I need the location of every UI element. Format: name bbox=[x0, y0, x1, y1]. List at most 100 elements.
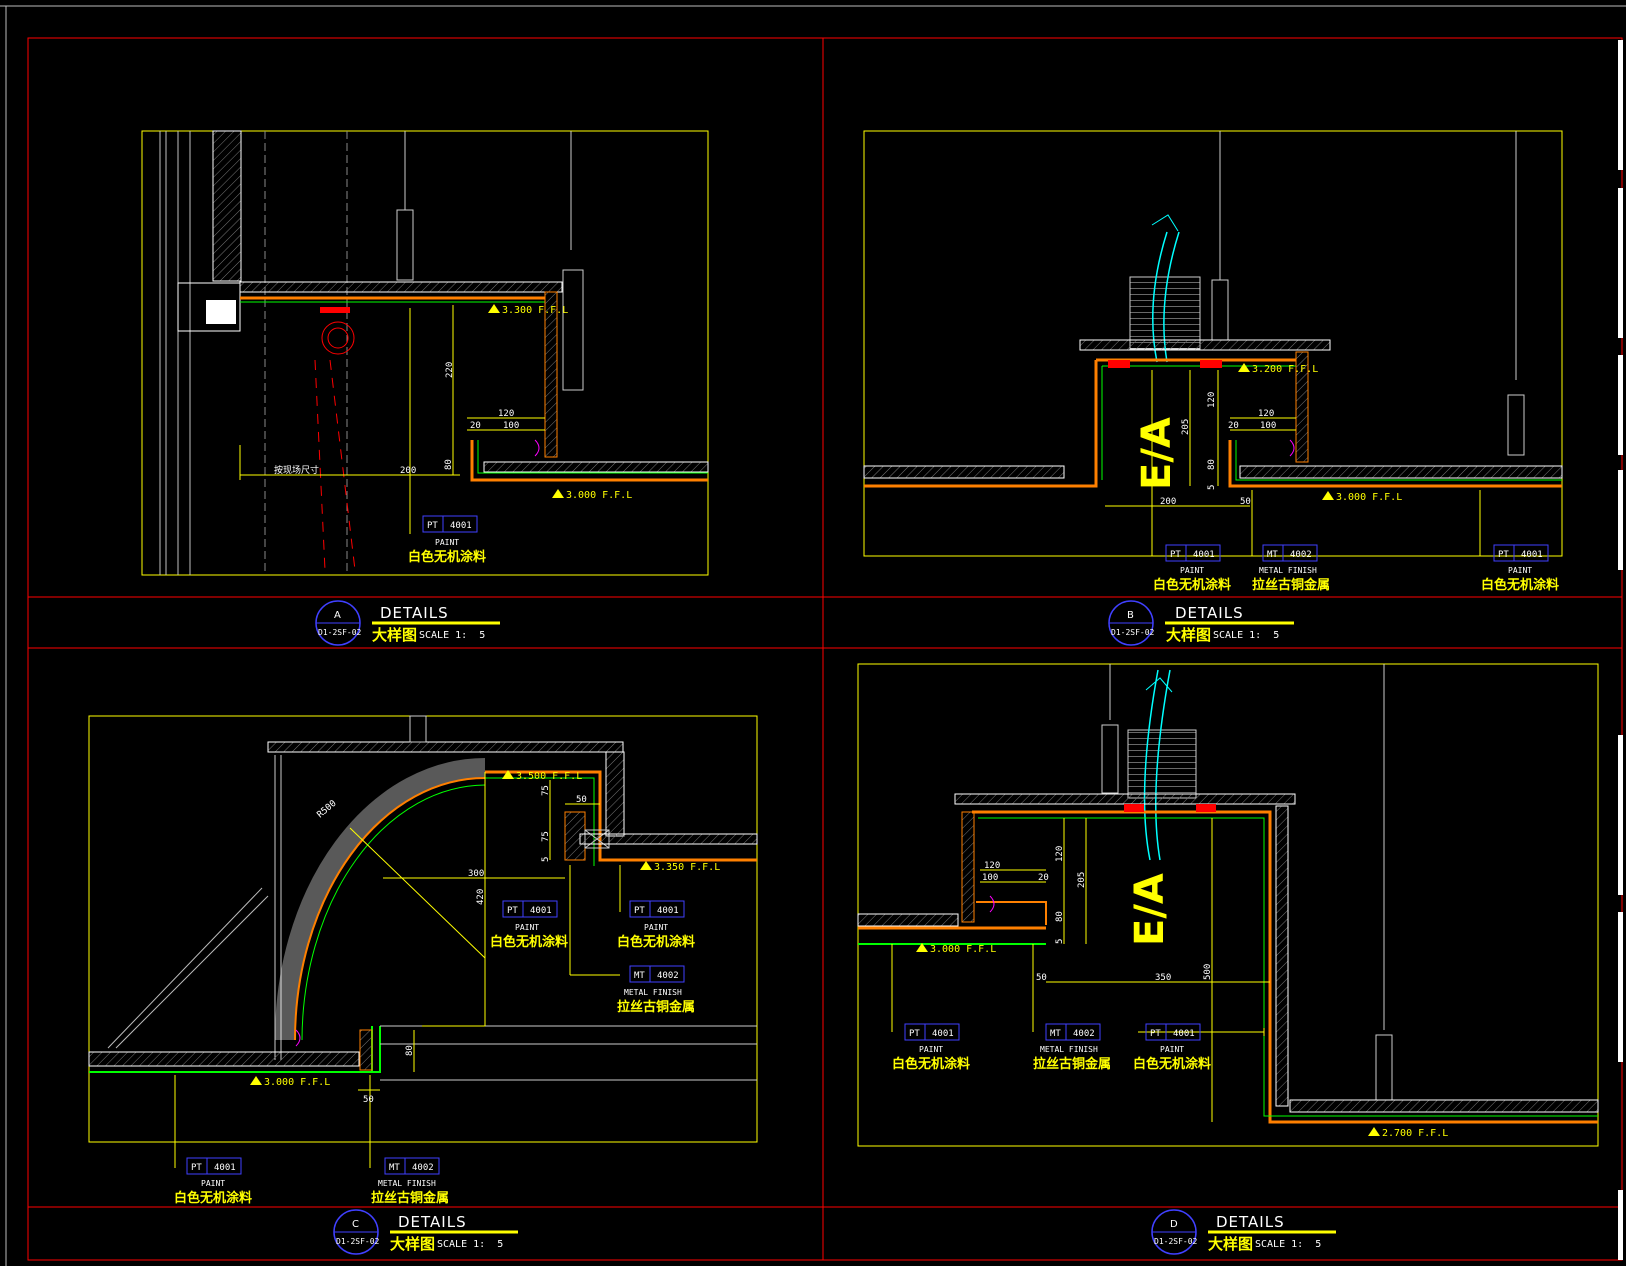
tag-chinese: 白色无机涂料 bbox=[174, 1190, 252, 1206]
dim-label: 120 bbox=[1055, 846, 1065, 862]
tag-number: 4002 bbox=[412, 1163, 434, 1173]
dim-label: 220 bbox=[445, 362, 455, 378]
panel-d: 120 100 20 120 205 80 5 50 350 500 E/A 3… bbox=[857, 663, 1599, 1147]
tag-number: 4001 bbox=[932, 1029, 954, 1039]
title-block-d: D D1-2SF-02 DETAILS 大样图 SCALE 1: 5 bbox=[1151, 1209, 1336, 1255]
material-tag: PT 4001 PAINT 白色无机涂料 bbox=[1481, 544, 1559, 593]
section-annotation: E/A bbox=[1127, 873, 1173, 946]
panel-b: 205 120 120 20 100 80 200 50 5 E/A 3.200… bbox=[863, 130, 1563, 593]
dim-label: 350 bbox=[1155, 973, 1171, 983]
material-tag: MT 4002 METAL FINISH 拉丝古铜金属 bbox=[1033, 1023, 1111, 1072]
dim-label: 5 bbox=[1207, 485, 1217, 490]
level-mark: 3.350 F.F.L bbox=[654, 862, 720, 873]
level-mark: 3.500 F.F.L bbox=[516, 771, 582, 782]
tag-english: PAINT bbox=[515, 923, 539, 932]
tag-chinese: 白色无机涂料 bbox=[408, 549, 486, 565]
viewport-frame bbox=[863, 130, 1563, 557]
viewport-frame bbox=[857, 663, 1599, 1147]
tag-chinese: 拉丝古铜金属 bbox=[1252, 577, 1330, 593]
dim-label: 120 bbox=[1207, 392, 1217, 408]
tag-chinese: 白色无机涂料 bbox=[892, 1056, 970, 1072]
dim-label: 300 bbox=[468, 869, 484, 879]
dim-label: 120 bbox=[498, 409, 514, 419]
tag-english: METAL FINISH bbox=[1040, 1045, 1098, 1054]
dim-label: 20 bbox=[1038, 873, 1049, 883]
tag-english: PAINT bbox=[435, 538, 459, 547]
dim-label: 120 bbox=[984, 861, 1000, 871]
sheet-reference: D1-2SF-02 bbox=[336, 1237, 380, 1246]
panel-a: 220 120 20 100 80 200 按现场尺寸 3.300 F.F.L … bbox=[141, 130, 709, 576]
dim-label: 500 bbox=[1203, 964, 1213, 980]
title-english: DETAILS bbox=[380, 604, 449, 622]
material-tag: PT 4001 PAINT 白色无机涂料 bbox=[617, 900, 695, 950]
dim-label: 50 bbox=[576, 795, 587, 805]
dim-label: 205 bbox=[1181, 419, 1191, 435]
dim-label: 420 bbox=[476, 889, 486, 905]
tag-english: PAINT bbox=[919, 1045, 943, 1054]
dim-label: 200 bbox=[400, 466, 416, 476]
tag-number: 4001 bbox=[1173, 1029, 1195, 1039]
tag-chinese: 拉丝古铜金属 bbox=[617, 999, 695, 1015]
title-english: DETAILS bbox=[1216, 1213, 1285, 1231]
sheet-reference: D1-2SF-02 bbox=[318, 628, 362, 637]
tag-code: PT bbox=[427, 521, 438, 531]
tag-number: 4001 bbox=[530, 906, 552, 916]
dim-label: 80 bbox=[405, 1045, 415, 1056]
sheet-frame bbox=[0, 5, 1626, 1266]
level-mark: 3.000 F.F.L bbox=[264, 1077, 330, 1088]
tag-chinese: 白色无机涂料 bbox=[617, 934, 695, 950]
level-mark: 2.700 F.F.L bbox=[1382, 1128, 1448, 1139]
tag-chinese: 拉丝古铜金属 bbox=[371, 1190, 449, 1206]
dim-label: 75 bbox=[541, 831, 551, 842]
material-tag: MT 4002 METAL FINISH 拉丝古铜金属 bbox=[1252, 544, 1330, 593]
level-mark: 3.000 F.F.L bbox=[1336, 492, 1402, 503]
dim-label: 5 bbox=[1055, 939, 1065, 944]
tag-code: MT bbox=[634, 971, 645, 981]
tag-number: 4001 bbox=[1521, 550, 1543, 560]
tag-number: 4001 bbox=[214, 1163, 236, 1173]
tag-code: MT bbox=[1267, 550, 1278, 560]
title-chinese: 大样图 bbox=[390, 1235, 435, 1253]
tag-chinese: 白色无机涂料 bbox=[490, 934, 568, 950]
tag-chinese: 白色无机涂料 bbox=[1481, 577, 1559, 593]
tag-code: MT bbox=[1050, 1029, 1061, 1039]
tag-number: 4001 bbox=[657, 906, 679, 916]
tag-code: PT bbox=[1498, 550, 1509, 560]
detail-letter: A bbox=[334, 610, 341, 621]
dim-label: 100 bbox=[503, 421, 519, 431]
tag-code: PT bbox=[634, 906, 645, 916]
tag-chinese: 白色无机涂料 bbox=[1153, 577, 1231, 593]
tag-english: METAL FINISH bbox=[1259, 566, 1317, 575]
dim-label: 100 bbox=[982, 873, 998, 883]
tag-english: PAINT bbox=[644, 923, 668, 932]
dim-label: 5 bbox=[541, 857, 551, 862]
tag-chinese: 拉丝古铜金属 bbox=[1033, 1056, 1111, 1072]
section-annotation: E/A bbox=[1134, 417, 1180, 490]
material-tag: PT 4001 PAINT 白色无机涂料 bbox=[408, 515, 486, 565]
material-tag: MT 4002 METAL FINISH 拉丝古铜金属 bbox=[371, 1157, 449, 1206]
title-english: DETAILS bbox=[398, 1213, 467, 1231]
scale-label: SCALE 1: 5 bbox=[1255, 1239, 1321, 1250]
dim-label: 50 bbox=[1036, 973, 1047, 983]
tag-number: 4002 bbox=[1290, 550, 1312, 560]
tag-number: 4002 bbox=[1073, 1029, 1095, 1039]
title-english: DETAILS bbox=[1175, 604, 1244, 622]
dim-label: 100 bbox=[1260, 421, 1276, 431]
tag-english: METAL FINISH bbox=[378, 1179, 436, 1188]
title-chinese: 大样图 bbox=[372, 626, 417, 644]
dim-label: 120 bbox=[1258, 409, 1274, 419]
dim-label: 80 bbox=[1207, 459, 1217, 470]
tag-english: PAINT bbox=[1180, 566, 1204, 575]
dim-label: 75 bbox=[541, 785, 551, 796]
scale-label: SCALE 1: 5 bbox=[419, 630, 485, 641]
dim-label: 50 bbox=[363, 1095, 374, 1105]
material-tag: PT 4001 PAINT 白色无机涂料 bbox=[174, 1157, 252, 1206]
material-tag: PT 4001 PAINT 白色无机涂料 bbox=[1153, 544, 1231, 593]
dim-label: 20 bbox=[470, 421, 481, 431]
detail-letter: C bbox=[352, 1219, 359, 1230]
material-tag: PT 4001 PAINT 白色无机涂料 bbox=[892, 1023, 970, 1072]
material-tag: MT 4002 METAL FINISH 拉丝古铜金属 bbox=[617, 965, 695, 1015]
detail-letter: B bbox=[1127, 610, 1134, 621]
dim-label: 20 bbox=[1228, 421, 1239, 431]
viewport-frame bbox=[141, 130, 709, 576]
